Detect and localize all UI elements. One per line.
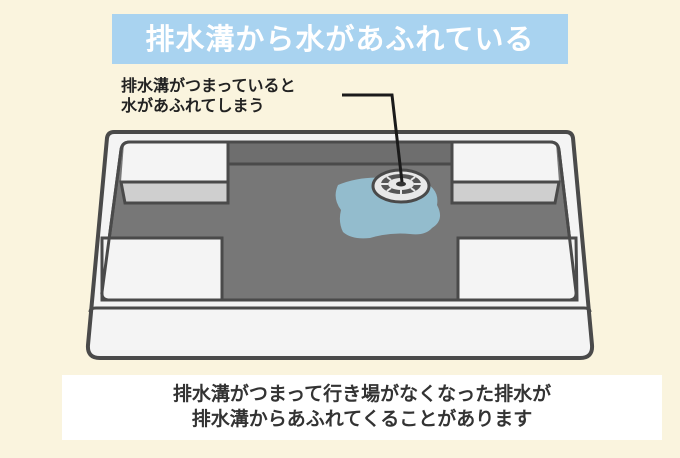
front-right-foot-block xyxy=(456,236,579,302)
callout-label: 排水溝がつまっていると 水があふれてしまう xyxy=(121,76,296,116)
back-left-foot-block xyxy=(119,143,230,205)
caption-line-2: 排水溝からあふれてくることがあります xyxy=(191,408,533,430)
callout-line-1: 排水溝がつまっていると xyxy=(121,76,296,95)
callout-line-2: 水があふれてしまう xyxy=(121,96,265,115)
back-right-foot-block xyxy=(450,143,561,205)
drain-pan xyxy=(85,130,595,360)
callout-leader-line xyxy=(342,93,404,183)
page-title: 排水溝から水があふれている xyxy=(112,14,568,64)
drain-icon xyxy=(371,168,431,204)
caption-box: 排水溝がつまって行き場がなくなった排水が 排水溝からあふれてくることがあります xyxy=(62,375,662,440)
front-left-foot-block xyxy=(100,236,224,302)
caption-line-1: 排水溝がつまって行き場がなくなった排水が xyxy=(172,383,552,405)
